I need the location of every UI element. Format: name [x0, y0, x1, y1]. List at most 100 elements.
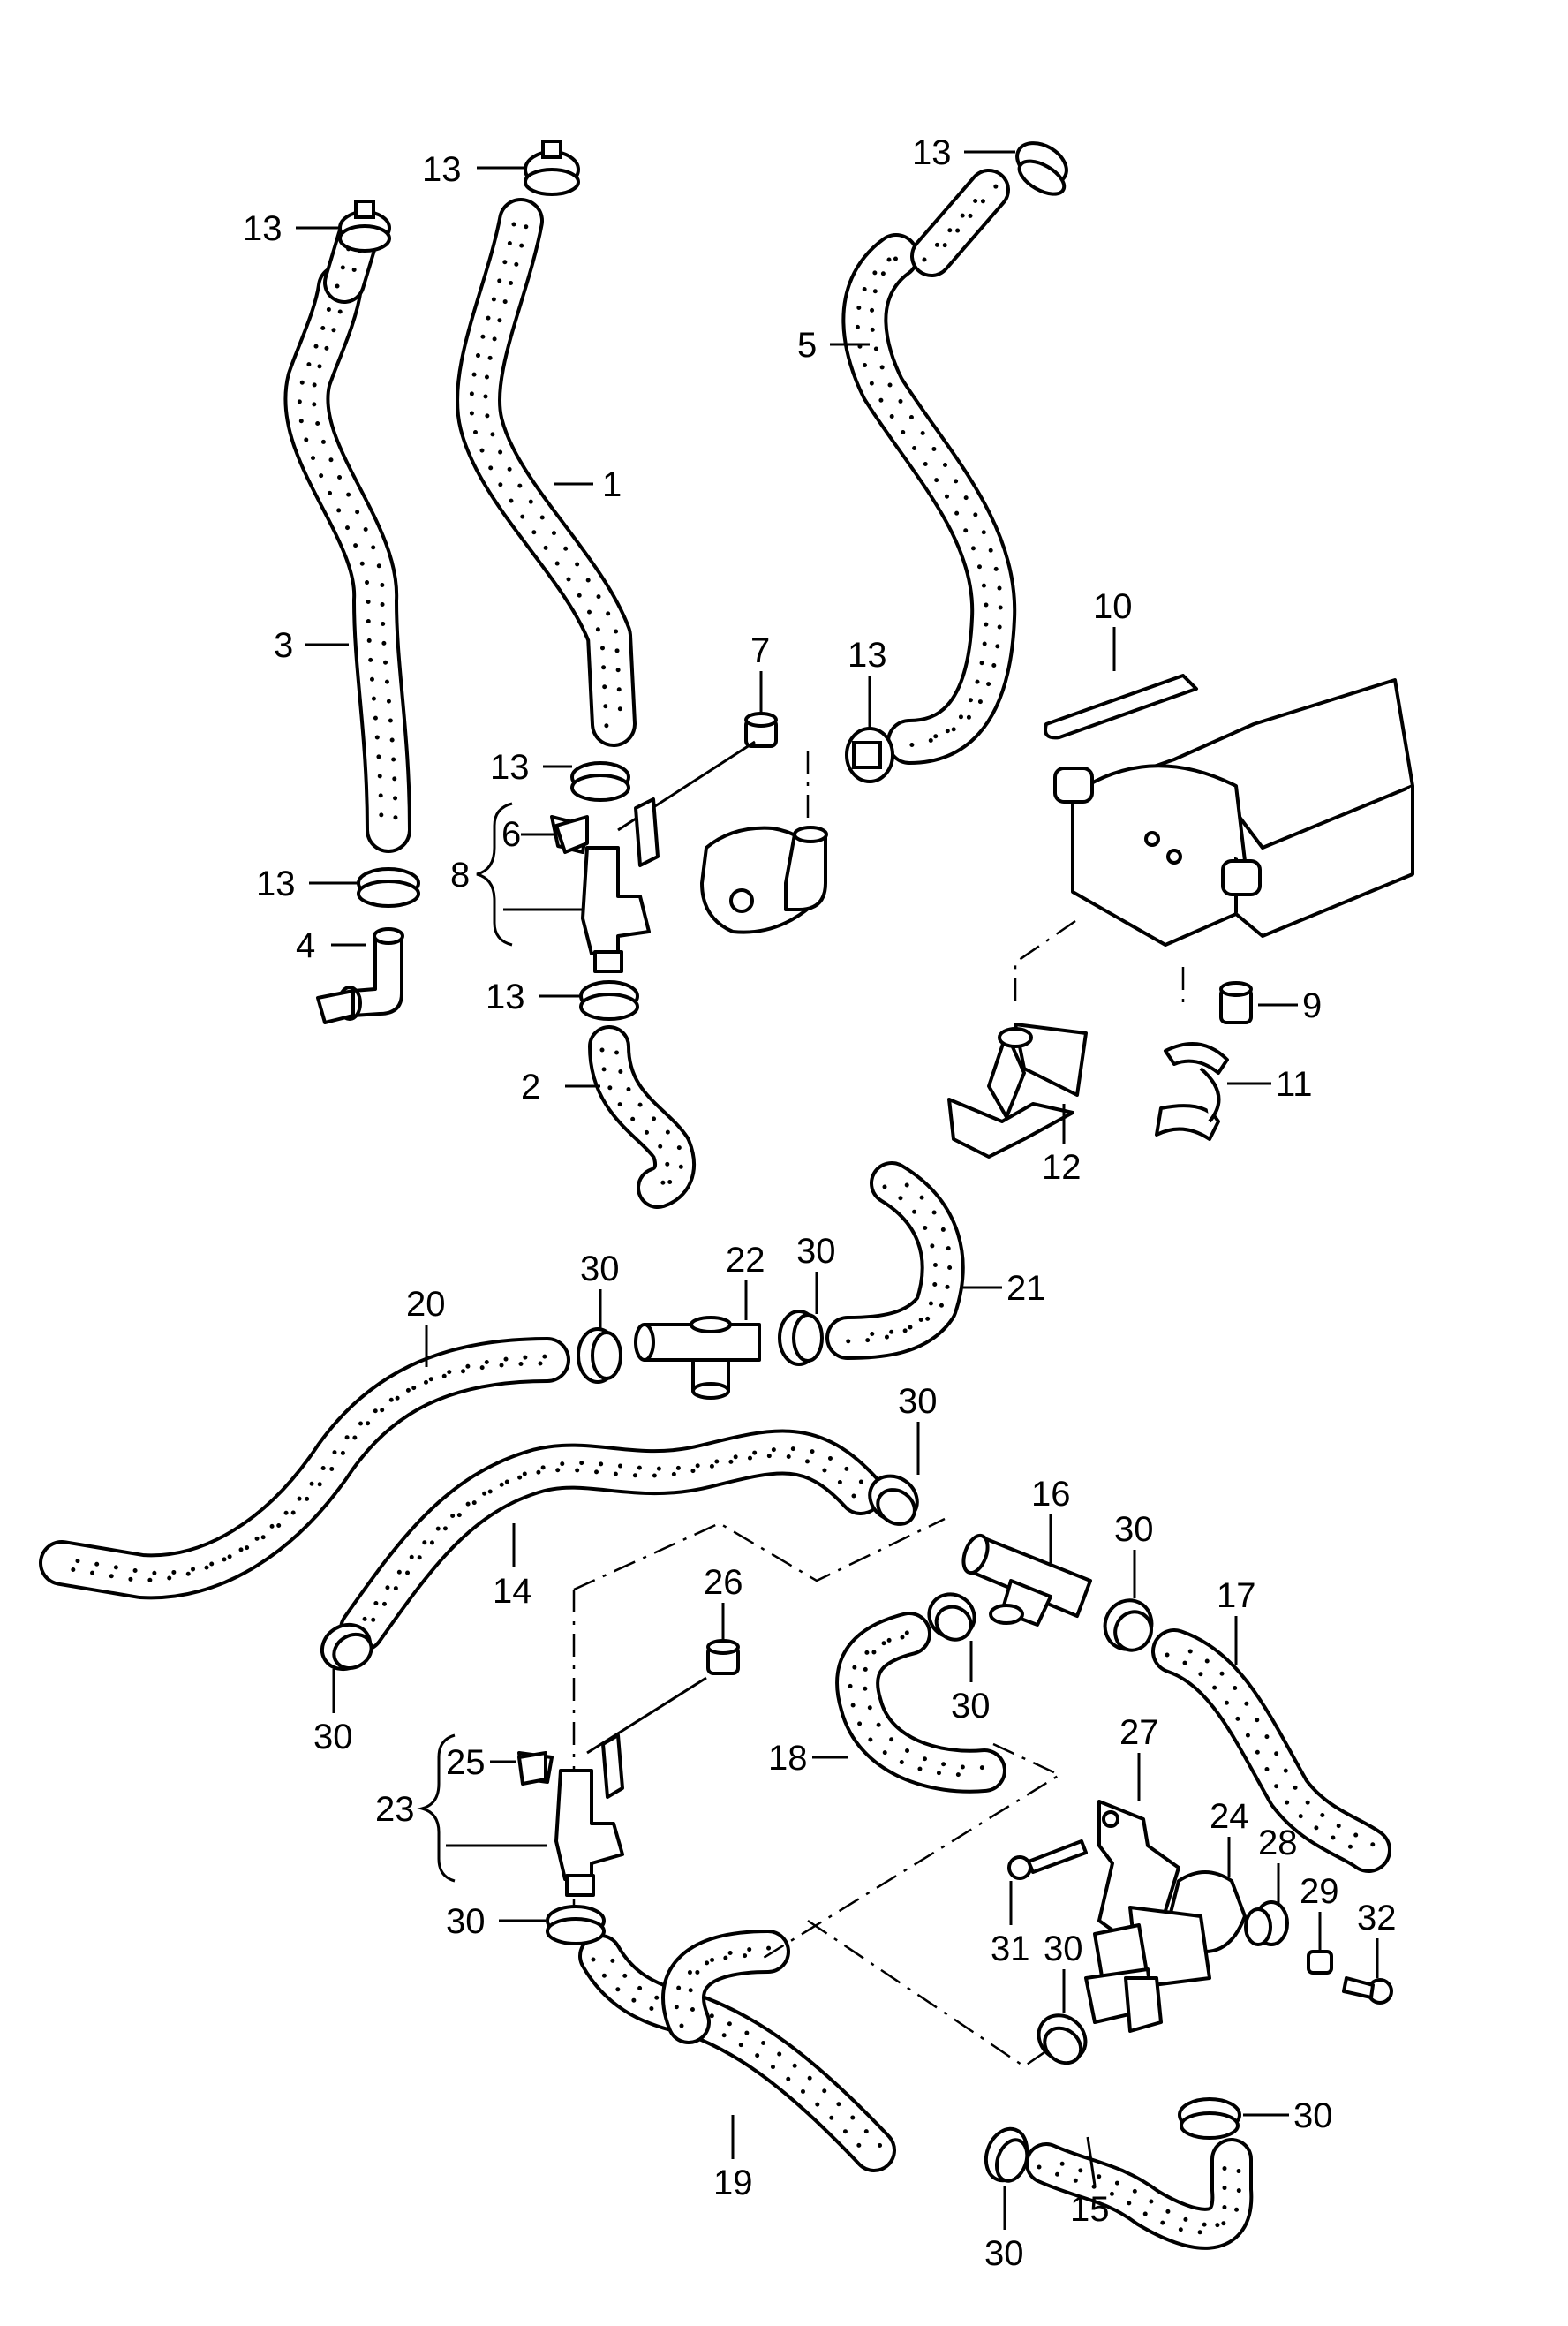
hose-part-3 [283, 264, 411, 853]
flange-connector [700, 826, 828, 934]
callout-6: 6 [501, 815, 521, 854]
callout-5: 5 [797, 326, 817, 365]
vent-screw-part-26 [706, 1639, 740, 1675]
callout-30: 30 [313, 1718, 353, 1756]
callout-30: 30 [984, 2234, 1024, 2273]
callout-30: 30 [1044, 1930, 1083, 1968]
callout-13: 13 [490, 748, 530, 787]
assembly-lines [572, 751, 1185, 2068]
seal-strip-part-10 [1044, 674, 1198, 740]
hose-part-17 [1151, 1628, 1391, 1873]
callout-10: 10 [1093, 587, 1133, 626]
hose-part-18 [835, 1612, 1006, 1794]
callout-21: 21 [1006, 1269, 1046, 1308]
clip-part-6 [554, 815, 589, 854]
t-piece-part-16 [961, 1533, 1092, 1627]
clamp-30-hose14-left [320, 1622, 373, 1672]
callout-2: 2 [521, 1068, 540, 1106]
clamp-30-hose14-right [868, 1474, 919, 1526]
clamp-30-valve24-left [1037, 2013, 1088, 2065]
callout-30: 30 [1114, 1510, 1154, 1549]
hose-part-5-upper [910, 169, 1010, 277]
hose-part-2 [588, 1025, 696, 1209]
hose-part-14 [339, 1429, 884, 1652]
clamp-13-top-mid [524, 140, 580, 196]
callout-11: 11 [1276, 1065, 1313, 1104]
heater-valve-part-24 [1084, 1870, 1247, 2033]
callout-20: 20 [406, 1285, 446, 1324]
callout-12: 12 [1042, 1148, 1082, 1187]
cap-part-9 [1219, 981, 1253, 1024]
callout-28: 28 [1258, 1824, 1298, 1862]
hose-part-21 [825, 1161, 965, 1360]
callout-24: 24 [1210, 1797, 1249, 1836]
clamp-13-mid-right [845, 727, 894, 783]
hose-part-19-branch [661, 1930, 790, 2044]
callout-27: 27 [1119, 1713, 1159, 1752]
callout-17: 17 [1217, 1576, 1256, 1615]
callout-15: 15 [1070, 2190, 1110, 2229]
callout-32: 32 [1357, 1899, 1397, 1937]
elbow-connector-part-4 [316, 927, 404, 1024]
callout-3: 3 [274, 626, 293, 665]
hose-part-1 [456, 198, 637, 747]
clamp-13-valve-bottom [579, 980, 639, 1021]
callout-23: 23 [375, 1790, 415, 1829]
callout-9: 9 [1302, 986, 1322, 1025]
callout-13: 13 [243, 209, 283, 248]
nut-part-28 [1244, 1900, 1289, 1946]
callout-30: 30 [796, 1232, 836, 1271]
clip-part-11 [1155, 1042, 1229, 1141]
clamp-30-hose15-right [1178, 2097, 1241, 2140]
callout-30: 30 [446, 1902, 486, 1941]
parts [316, 674, 1414, 2033]
clamp-13-valve-top [570, 761, 630, 802]
callout-4: 4 [296, 926, 315, 965]
shutoff-valve-part-23 [517, 1676, 707, 1897]
callout-29: 29 [1300, 1872, 1339, 1911]
callout-22: 22 [726, 1241, 765, 1280]
callout-30: 30 [898, 1382, 938, 1421]
callout-8: 8 [450, 856, 470, 895]
callout-7: 7 [750, 631, 770, 670]
vent-screw-part-7 [744, 712, 778, 748]
clamp-30-hose15-left [984, 2126, 1029, 2183]
clamp-13-top-left [338, 200, 391, 253]
callout-25: 25 [446, 1743, 486, 1782]
callouts: 13 13 13 13 13 13 13 1 2 3 4 5 6 7 8 9 1… [243, 133, 1397, 2273]
clamp-13-top-right [1015, 141, 1068, 196]
hose-part-20 [39, 1337, 570, 1600]
callout-13: 13 [912, 133, 952, 172]
hose-part-15 [1025, 2138, 1254, 2250]
callout-1: 1 [602, 465, 622, 504]
callout-14: 14 [493, 1572, 532, 1611]
clamp-30-t16-right [1103, 1598, 1154, 1652]
clamp-13-left-bottom [357, 867, 420, 908]
connector-part-22 [634, 1316, 761, 1400]
clamp-30-hose18-top [927, 1592, 976, 1642]
clip-part-25 [517, 1751, 547, 1786]
callout-30: 30 [951, 1687, 991, 1726]
screw-part-31 [1007, 1839, 1088, 1880]
callout-13: 13 [422, 150, 462, 189]
callout-31: 31 [991, 1930, 1030, 1968]
hoses-layer [39, 169, 1391, 2250]
callout-13: 13 [256, 865, 296, 903]
callout-13: 13 [486, 978, 525, 1016]
plug-part-29 [1307, 1950, 1333, 1975]
callout-13: 13 [848, 636, 887, 675]
clamp-30-hose20-end [577, 1327, 622, 1384]
callout-26: 26 [704, 1563, 743, 1602]
hose-part-5 [841, 233, 1017, 765]
callout-30: 30 [580, 1250, 620, 1288]
holder-bracket-part-12 [947, 1023, 1088, 1159]
screw-part-32 [1342, 1976, 1393, 2005]
holder-tray [1053, 678, 1414, 947]
callout-18: 18 [768, 1739, 808, 1778]
hose-part-19 [578, 1934, 896, 2172]
callout-16: 16 [1031, 1475, 1071, 1514]
hose-clamps [320, 140, 1241, 2183]
callout-30: 30 [1293, 2096, 1333, 2135]
clamp-30-connector22-right [778, 1310, 824, 1366]
